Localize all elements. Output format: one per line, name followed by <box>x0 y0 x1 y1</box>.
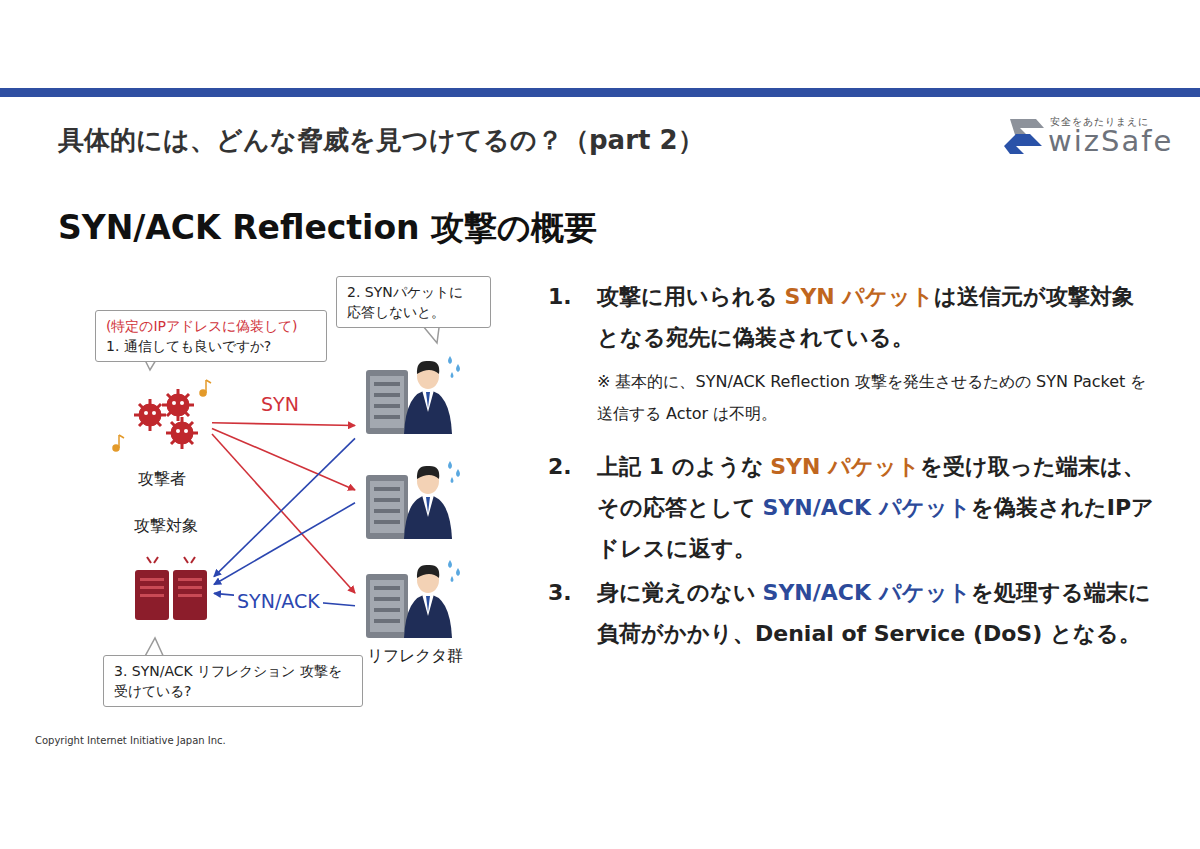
connector <box>214 438 355 605</box>
target-node: 攻撃対象 <box>118 515 214 627</box>
speech-bubble: 3. SYN/ACK リフレクション 攻撃を受けている? <box>103 655 363 707</box>
slide-subtitle: SYN/ACK Reflection 攻撃の概要 <box>58 206 597 251</box>
node-label: (特定のIPアドレスに偽装して) <box>106 316 316 336</box>
connector <box>212 423 355 593</box>
list-text: 上記 1 のようなSYN パケットを受け取った端末は、その応答としてSYN/AC… <box>597 446 1157 569</box>
edge-label: SYN/ACK <box>234 590 323 612</box>
attacker-icon <box>134 389 198 449</box>
list-text-part: 身に覚えのない <box>597 580 756 605</box>
list-number: 1. <box>548 276 572 317</box>
list-text: 攻撃に用いられるSYN パケットは送信元が攻撃対象となる宛先に偽装されている。 <box>597 276 1157 358</box>
target-server-icon <box>135 557 207 620</box>
keyword: SYN パケット <box>785 284 935 309</box>
reflector-icon <box>366 356 460 638</box>
node-label: 攻撃者 <box>112 468 212 490</box>
logo-mark <box>1004 119 1044 154</box>
copyright: Copyright Internet Initiative Japan Inc. <box>35 735 226 746</box>
list-number: 3. <box>548 572 572 613</box>
keyword: SYN パケット <box>770 454 920 479</box>
reflector-group: リフレクタ群 <box>355 345 475 667</box>
edge-label: SYN <box>258 393 302 415</box>
keyword: SYN/ACK パケット <box>763 495 971 520</box>
list-text: 身に覚えのないSYN/ACK パケットを処理する端末に負荷がかかり、Denial… <box>597 572 1157 654</box>
header-bar <box>0 88 1200 97</box>
attacker-node: 攻撃者 <box>112 378 212 490</box>
speech-bubble: (特定のIPアドレスに偽装して)1. 通信しても良いですか? <box>95 310 327 362</box>
node-label: 1. 通信しても良いですか? <box>106 336 316 356</box>
node-label: リフレクタ群 <box>345 645 485 667</box>
node-label: 3. SYN/ACK リフレクション 攻撃を受けている? <box>114 661 352 701</box>
speech-bubble: 2. SYNパケットに 応答しないと。 <box>336 276 491 328</box>
logo-text: wizSafe <box>1048 124 1173 158</box>
note-text: ※ 基本的に、SYN/ACK Reflection 攻撃を発生させるための SY… <box>597 366 1157 430</box>
node-label: 2. SYNパケットに 応答しないと。 <box>347 282 480 322</box>
list-number: 2. <box>548 446 572 487</box>
list-text-part: 上記 1 のような <box>597 454 764 479</box>
slide-title: 具体的には、どんな脅威を見つけてるの？（part 2） <box>58 123 704 158</box>
list-text-part: 攻撃に用いられる <box>597 284 778 309</box>
node-label: 攻撃対象 <box>108 515 224 537</box>
music-note <box>113 380 211 451</box>
keyword: SYN/ACK パケット <box>763 580 971 605</box>
